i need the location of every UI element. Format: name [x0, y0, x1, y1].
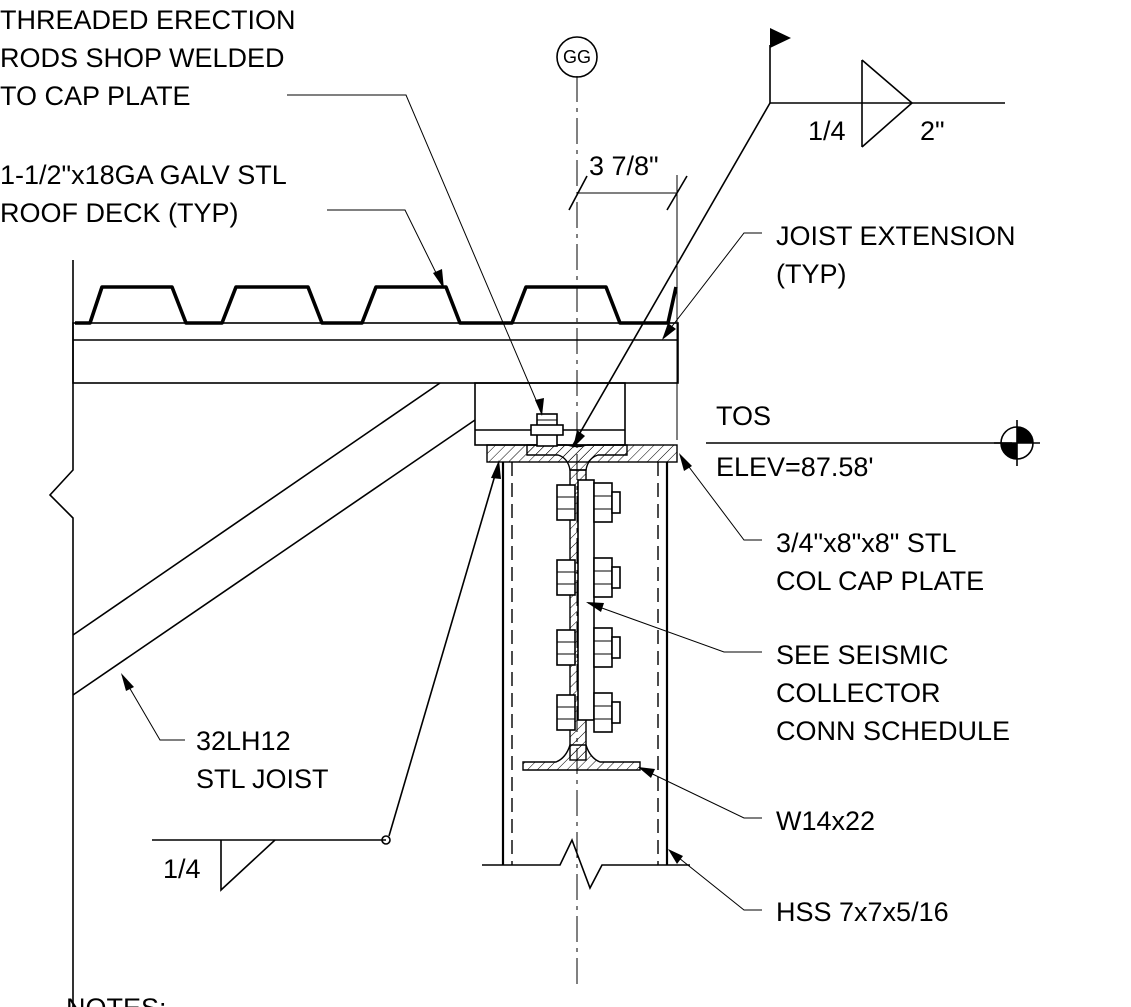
label-line: SEE SEISMIC [776, 640, 949, 670]
label-erection-rods: THREADED ERECTION RODS SHOP WELDED TO CA… [0, 5, 296, 111]
label-line: 32LH12 [196, 726, 291, 756]
label-hss: HSS 7x7x5/16 [776, 897, 949, 927]
label-line: ROOF DECK (TYP) [0, 198, 239, 228]
arrow-icon [586, 602, 604, 612]
label-line: COLLECTOR [776, 678, 941, 708]
joist-diagonal [72, 382, 476, 696]
arrow-icon [679, 453, 692, 471]
label-line: TO CAP PLATE [0, 81, 191, 111]
arrow-icon [668, 849, 683, 864]
label-line: JOIST EXTENSION [776, 221, 1016, 251]
label-line: (TYP) [776, 259, 847, 289]
label-beam: W14x22 [776, 806, 875, 836]
weld-all-around-icon [381, 835, 391, 845]
arrow-icon [121, 673, 134, 691]
label-cap-plate: 3/4"x8"x8" STL COL CAP PLATE [776, 528, 984, 596]
joist-top-chord [72, 322, 679, 384]
weld-top-size: 1/4 [808, 116, 846, 146]
leaders [121, 94, 762, 911]
tos-label: TOS [716, 401, 771, 431]
gridline-gg: GG [556, 36, 598, 990]
elevation-marker: TOS ELEV=87.58' [706, 401, 1040, 482]
bolt [556, 557, 621, 598]
notes-heading: NOTES: [66, 993, 167, 1007]
hss-column [482, 462, 690, 890]
label-line: RODS SHOP WELDED [0, 43, 285, 73]
elevation-value: ELEV=87.58' [716, 452, 874, 482]
gridline-bubble [556, 36, 598, 78]
label-line: STL JOIST [196, 764, 329, 794]
arrow-icon [662, 323, 676, 340]
weld-bottom-size: 1/4 [163, 854, 201, 884]
label-joist: 32LH12 STL JOIST [196, 726, 329, 794]
label-line: 1-1/2"x18GA GALV STL [0, 160, 287, 190]
bolt [556, 692, 621, 733]
arrow-icon [433, 269, 444, 289]
bolt [556, 627, 621, 668]
arrow-icon [491, 460, 501, 479]
weld-symbol-top: 1/4 2" [572, 28, 1005, 448]
bolt [556, 482, 621, 523]
bolt-group [556, 482, 621, 733]
label-seismic: SEE SEISMIC COLLECTOR CONN SCHEDULE [776, 640, 1010, 746]
roof-deck [75, 285, 678, 325]
label-line: COL CAP PLATE [776, 566, 984, 596]
label-line: 3/4"x8"x8" STL [776, 528, 956, 558]
erection-rod [530, 413, 564, 447]
arrow-icon [535, 398, 544, 416]
label-line: CONN SCHEDULE [776, 716, 1010, 746]
arrow-icon [638, 767, 655, 778]
w14-beam [522, 444, 641, 771]
arrow-icon [573, 430, 585, 448]
weld-symbol-bottom: 1/4 [152, 460, 501, 892]
gridline-label: GG [563, 47, 591, 67]
label-line: THREADED ERECTION [0, 5, 296, 35]
field-weld-flag-icon [770, 28, 791, 48]
label-roof-deck: 1-1/2"x18GA GALV STL ROOF DECK (TYP) [0, 160, 287, 228]
left-break-line [48, 260, 74, 1007]
dimension-3-7-8: 3 7/8" [568, 151, 688, 440]
label-joist-extension: JOIST EXTENSION (TYP) [776, 221, 1016, 289]
dimension-value: 3 7/8" [589, 151, 659, 181]
weld-top-length: 2" [920, 116, 945, 146]
